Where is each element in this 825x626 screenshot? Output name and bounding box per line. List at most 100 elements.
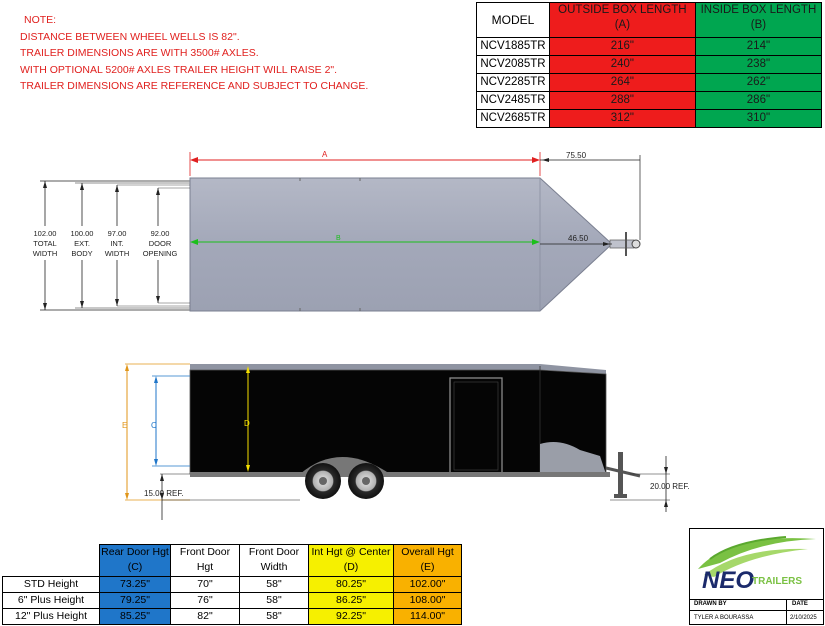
header-line: (C) [127,561,143,573]
header-line: (E) [420,561,435,573]
width-label: WIDTH [33,249,58,258]
dim-75-label: 75.50 [566,151,587,160]
outside-header-sub: (A) [614,19,631,31]
table-row: STD Height 73.25" 70" 58" 80.25" 102.00" [2,576,462,593]
width-label: BODY [71,249,92,258]
model-cell: NCV2485TR [476,91,550,110]
logo-trailers-text: TRAILERS [752,576,802,587]
side-view: E C D 15.00 REF. 20.00 REF. [122,363,690,520]
int-hgt-cell: 86.25" [308,592,394,609]
dim-d-label: D [244,419,250,428]
date-value: 2/10/2025 [790,615,817,621]
dim-c-label: C [151,421,157,430]
header-line: Int Hgt @ Center [311,546,391,558]
width-value: 100.00 [71,229,94,238]
note-line: TRAILER DIMENSIONS ARE REFERENCE AND SUB… [20,80,369,93]
header-line: Width [260,561,288,573]
height-table: Rear Door Hgt (C) Front Door Hgt Front D… [2,544,462,625]
note-line: WITH OPTIONAL 5200# AXLES TRAILER HEIGHT… [20,63,338,76]
width-label: TOTAL [33,239,56,248]
col-front-door-hgt-header: Front Door Hgt [170,544,240,577]
drawn-by-label: DRAWN BY [694,601,727,607]
outside-length-cell: 216" [548,37,696,56]
outside-length-cell: 264" [548,73,696,92]
table-header-row: Rear Door Hgt (C) Front Door Hgt Front D… [2,544,462,577]
drawn-by-value: TYLER A BOURASSA [694,615,754,621]
dim-a-label: A [322,150,328,159]
dim-46-label: 46.50 [568,234,589,243]
inside-length-cell: 286" [694,91,823,110]
ref-rear-label: 15.00 REF. [144,489,184,498]
front-door-hgt-cell: 70" [170,576,240,593]
col-outside-header: OUTSIDE BOX LENGTH (A) [548,2,696,38]
width-label: INT. [110,239,123,248]
header-line: Front Door [179,546,231,558]
rear-door-cell: 73.25" [99,576,171,593]
neo-trailers-logo: NEO TRAILERS [698,536,816,594]
int-hgt-cell: 92.25" [308,608,394,625]
inside-header-sub: (B) [750,19,767,31]
trailer-top-body [189,177,613,312]
table-row: NCV1885TR 216" 214" [476,37,823,56]
outside-header-label: OUTSIDE BOX LENGTH [558,4,687,16]
width-label: DOOR [149,239,172,248]
note-line: TRAILER DIMENSIONS ARE WITH 3500# AXLES. [20,47,259,60]
table-header-row: MODEL OUTSIDE BOX LENGTH (A) INSIDE BOX … [476,2,823,38]
width-value: 92.00 [151,229,170,238]
header-line: Front Door [248,546,300,558]
table-row: NCV2285TR 264" 262" [476,73,823,92]
model-length-table: MODEL OUTSIDE BOX LENGTH (A) INSIDE BOX … [476,2,823,128]
overall-hgt-cell: 108.00" [393,592,462,609]
rear-door-cell: 79.25" [99,592,171,609]
title-block: NEO TRAILERS DRAWN BY DATE TYLER A BOURA… [689,528,824,625]
front-door-hgt-cell: 76" [170,592,240,609]
inside-length-cell: 238" [694,55,823,74]
front-door-width-cell: 58" [239,592,309,609]
width-label: OPENING [143,249,178,258]
width-label: WIDTH [105,249,130,258]
divider [690,610,823,611]
header-line: (D) [343,561,359,573]
table-row: 12" Plus Height 85.25" 82" 58" 92.25" 11… [2,608,462,625]
blank-header [2,544,100,577]
header-line: Rear Door Hgt [101,546,169,558]
front-door-width-cell: 58" [239,608,309,625]
width-label: EXT. [74,239,90,248]
width-dimensions: 102.00 TOTAL WIDTH 100.00 EXT. BODY 97.0… [28,181,190,310]
col-rear-door-header: Rear Door Hgt (C) [99,544,171,577]
outside-length-cell: 312" [548,109,696,128]
ref-front-label: 20.00 REF. [650,482,690,491]
dim-b-label: B [336,235,341,242]
row-label: 12" Plus Height [2,608,100,625]
stone-guard [540,442,606,474]
top-view: A 75.50 B 46.50 [28,150,641,312]
dim-e-label: E [122,421,127,430]
trailer-tongue [609,239,635,249]
front-door-width-cell: 58" [239,576,309,593]
note-title: NOTE: [24,14,57,26]
overall-hgt-cell: 102.00" [393,576,462,593]
width-value: 102.00 [34,229,57,238]
rear-door-cell: 85.25" [99,608,171,625]
row-label: 6" Plus Height [2,592,100,609]
logo-neo-text: NEO [702,567,754,594]
col-overall-hgt-header: Overall Hgt (E) [393,544,462,577]
col-front-door-width-header: Front Door Width [239,544,309,577]
int-hgt-cell: 80.25" [308,576,394,593]
col-int-hgt-header: Int Hgt @ Center (D) [308,544,394,577]
width-value: 97.00 [108,229,127,238]
col-model-header: MODEL [476,2,550,38]
model-cell: NCV2685TR [476,109,550,128]
divider [690,599,823,600]
front-door-hgt-cell: 82" [170,608,240,625]
table-row: 6" Plus Height 79.25" 76" 58" 86.25" 108… [2,592,462,609]
inside-length-cell: 310" [694,109,823,128]
note-line: DISTANCE BETWEEN WHEEL WELLS IS 82". [20,30,240,43]
date-label: DATE [792,601,808,607]
table-row: NCV2685TR 312" 310" [476,109,823,128]
header-line: Overall Hgt [401,546,454,558]
overall-hgt-cell: 114.00" [393,608,462,625]
notes-block: NOTE: DISTANCE BETWEEN WHEEL WELLS IS 82… [20,12,368,95]
row-label: STD Height [2,576,100,593]
